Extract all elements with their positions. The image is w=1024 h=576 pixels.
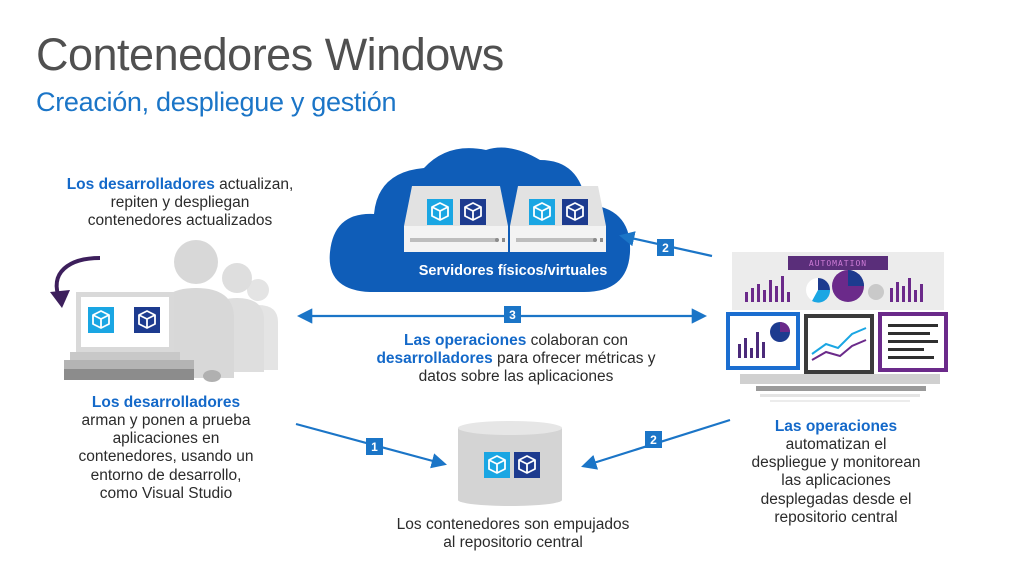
step-badge-1: 1 — [366, 438, 383, 455]
mouse-icon — [203, 370, 221, 382]
page-title: Contenedores Windows — [36, 29, 504, 80]
dev-update-highlight: Los desarrolladores — [66, 176, 215, 193]
svg-text:2: 2 — [650, 433, 657, 447]
svg-text:3: 3 — [509, 308, 516, 322]
svg-text:1: 1 — [371, 440, 378, 454]
server-icon — [510, 186, 606, 252]
server-icon — [404, 186, 508, 252]
ops-auto-caption: Las operaciones automatizan el despliegu… — [751, 418, 921, 526]
svg-text:2: 2 — [662, 241, 669, 255]
repo-caption: Los contenedores son empujados al reposi… — [396, 516, 630, 552]
cloud-label: Servidores físicos/virtuales — [419, 263, 608, 279]
developers-group-icon — [50, 240, 278, 382]
ops-collab-caption: Las operaciones colaboran con desarrolla… — [376, 332, 656, 386]
step-badge-2-top: 2 — [657, 239, 674, 256]
page-subtitle: Creación, despliegue y gestión — [36, 87, 397, 117]
dev-update-caption: Los desarrolladores actualizan, repiten … — [66, 176, 294, 230]
step-badge-2-bottom: 2 — [645, 431, 662, 448]
repository-cylinder-icon — [458, 421, 562, 506]
step-badge-3: 3 — [504, 306, 521, 323]
monitoring-dashboard-icon: AUTOMATION — [726, 252, 948, 402]
automation-banner: AUTOMATION — [809, 259, 867, 268]
dev-build-caption: Los desarrolladores arman y ponen a prue… — [78, 394, 254, 502]
